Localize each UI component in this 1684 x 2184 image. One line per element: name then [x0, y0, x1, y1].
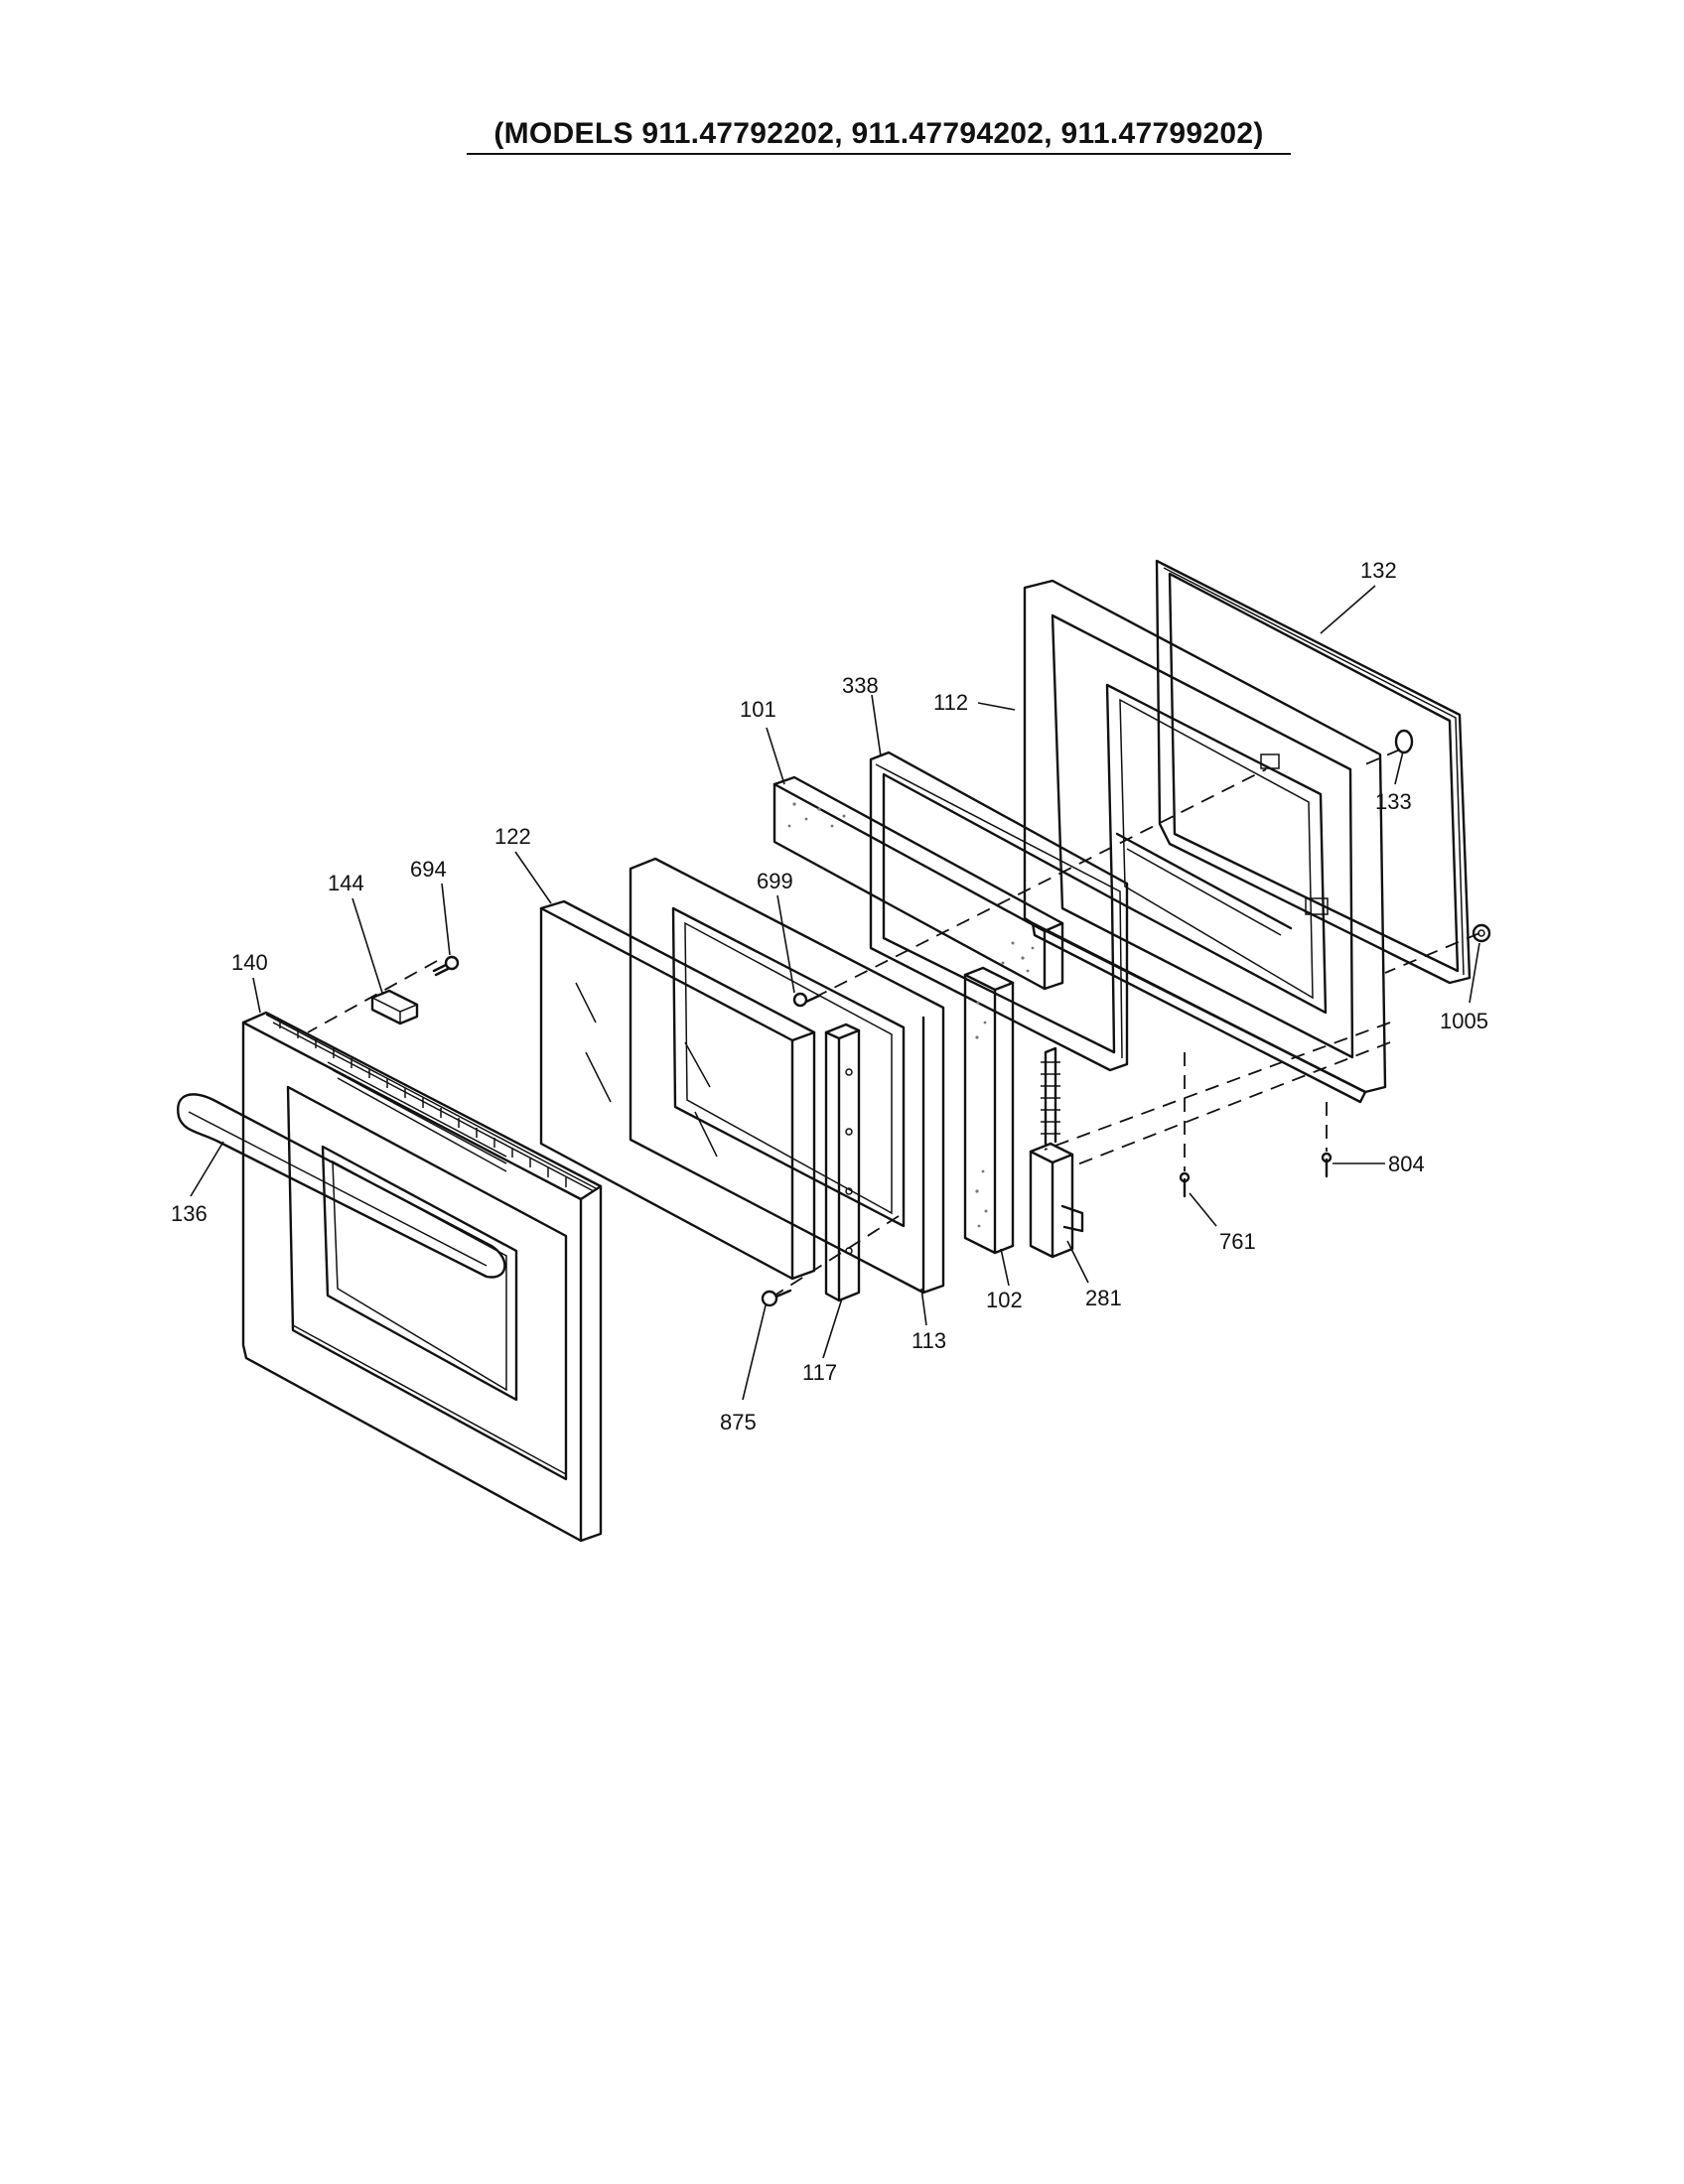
callout-699: 699 [757, 869, 793, 893]
screw-694 [432, 955, 460, 977]
callout-136: 136 [171, 1201, 208, 1226]
callout-1005: 1005 [1440, 1009, 1488, 1033]
callout-101: 101 [740, 697, 776, 722]
glass-panel-122 [539, 899, 816, 1281]
plug-133 [1394, 729, 1414, 754]
screw-1005 [1472, 923, 1491, 943]
callout-117: 117 [802, 1360, 837, 1385]
callout-labels: 132 112 338 101 133 122 699 694 144 140 … [171, 558, 1488, 1434]
bracket-117 [824, 1023, 861, 1302]
callout-875: 875 [720, 1410, 757, 1434]
callout-144: 144 [328, 871, 364, 895]
callout-113: 113 [912, 1328, 946, 1353]
screw-875 [761, 1289, 792, 1307]
screw-761 [1179, 1171, 1191, 1198]
inner-panel-113 [629, 857, 945, 1295]
gasket-frame-132 [1155, 559, 1472, 985]
leader-lines [190, 585, 1480, 1401]
callout-102: 102 [986, 1288, 1023, 1312]
insulation-101 [772, 775, 1064, 991]
callout-761: 761 [1219, 1229, 1256, 1254]
clip-144 [370, 989, 419, 1025]
page-title: (MODELS 911.47792202, 911.47794202, 911.… [467, 117, 1291, 155]
callout-804: 804 [1388, 1152, 1425, 1176]
callout-132: 132 [1360, 558, 1397, 583]
callout-133: 133 [1375, 789, 1412, 814]
outer-door-140 [241, 1011, 603, 1543]
screw-804 [1321, 1152, 1333, 1178]
callout-281: 281 [1085, 1286, 1122, 1310]
window-frame-338 [869, 751, 1129, 1072]
callout-694: 694 [410, 857, 447, 882]
insulation-102 [963, 966, 1015, 1255]
door-handle-136 [177, 1093, 506, 1279]
callout-338: 338 [842, 673, 879, 698]
door-liner-112 [1023, 579, 1387, 1104]
callout-122: 122 [494, 824, 531, 849]
assembly-lines [307, 749, 1480, 1297]
screw-699 [792, 992, 821, 1008]
callout-112: 112 [933, 690, 968, 715]
hinge-281 [1029, 1046, 1084, 1259]
callout-140: 140 [231, 950, 268, 975]
